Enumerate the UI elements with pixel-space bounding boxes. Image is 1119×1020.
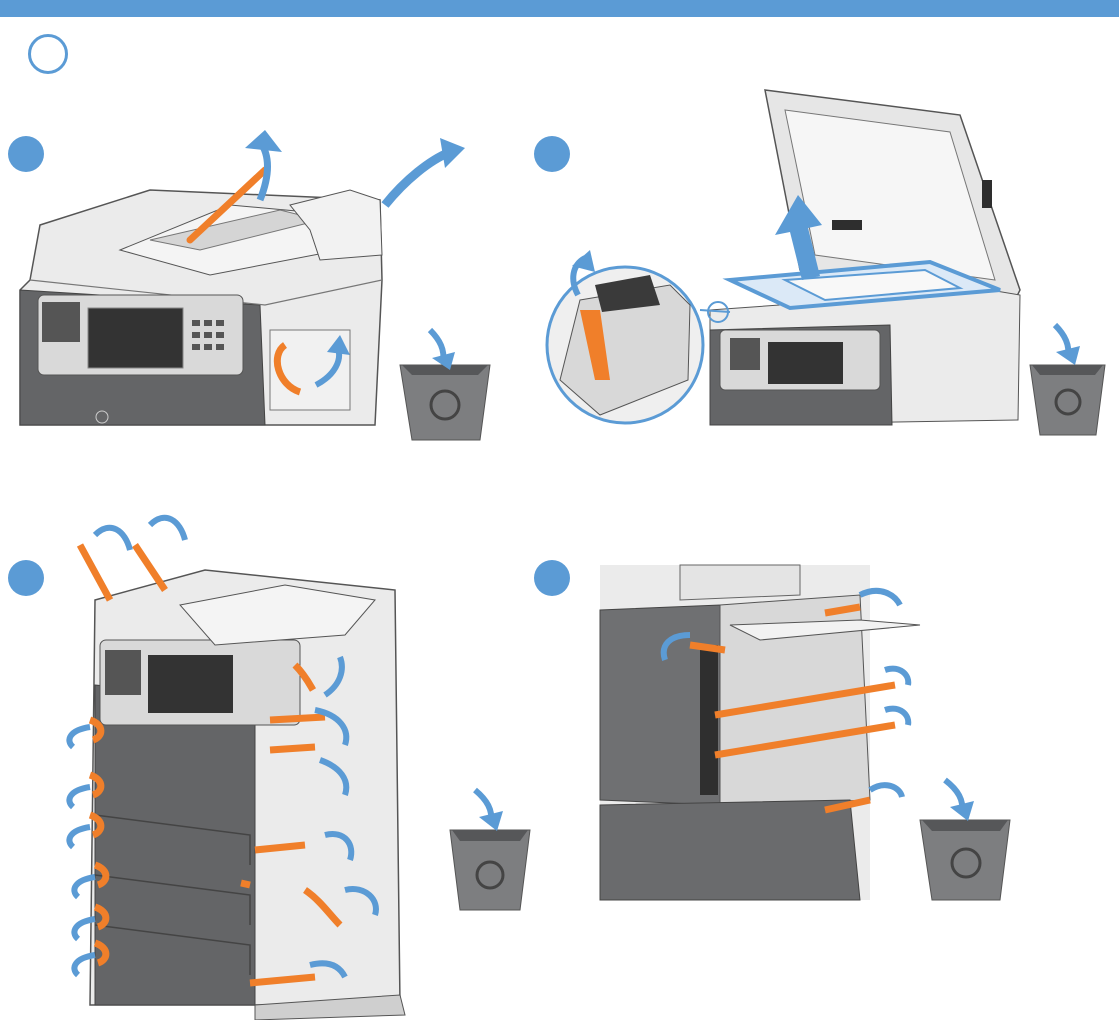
header-bar bbox=[0, 0, 1119, 17]
panel-4-rear-tape-illustration bbox=[600, 565, 1105, 905]
panel-4-step-dot bbox=[534, 560, 570, 596]
panel-3-front-tape-illustration bbox=[55, 505, 555, 1020]
panel-1-adf-tape-illustration bbox=[20, 130, 500, 430]
step-number-circle bbox=[28, 34, 68, 74]
panel-3-step-dot bbox=[8, 560, 44, 596]
panel-2-scanner-frame-illustration bbox=[540, 80, 1110, 440]
